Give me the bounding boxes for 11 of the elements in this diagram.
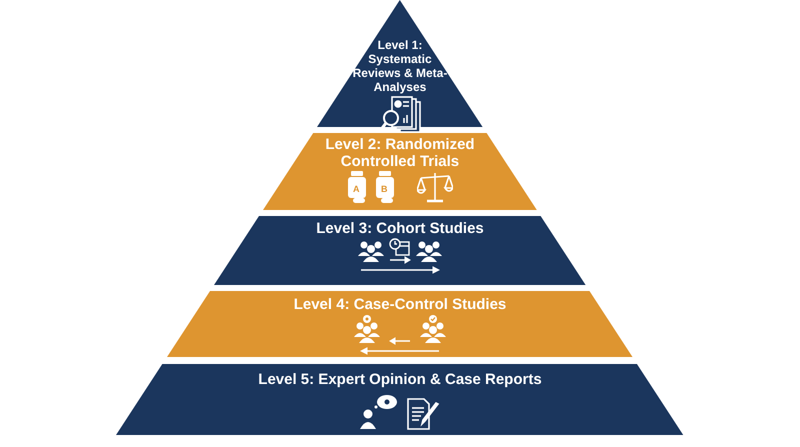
level-title: Level 3: Cohort Studies xyxy=(316,220,484,237)
bottle-label: A xyxy=(352,184,360,194)
level-title: Level 5: Expert Opinion & Case Reports xyxy=(258,371,542,388)
level-title: Level 1: Systematic Reviews & Meta-Analyses xyxy=(352,38,448,94)
pyramid-level xyxy=(116,364,684,435)
bottle-label: B xyxy=(380,184,388,194)
pyramid-level xyxy=(214,216,586,285)
pyramid-level xyxy=(167,291,633,357)
pyramid-level xyxy=(263,133,537,210)
level-title: Level 4: Case-Control Studies xyxy=(294,296,506,313)
level-title: Level 2: Randomized Controlled Trials xyxy=(324,136,476,170)
